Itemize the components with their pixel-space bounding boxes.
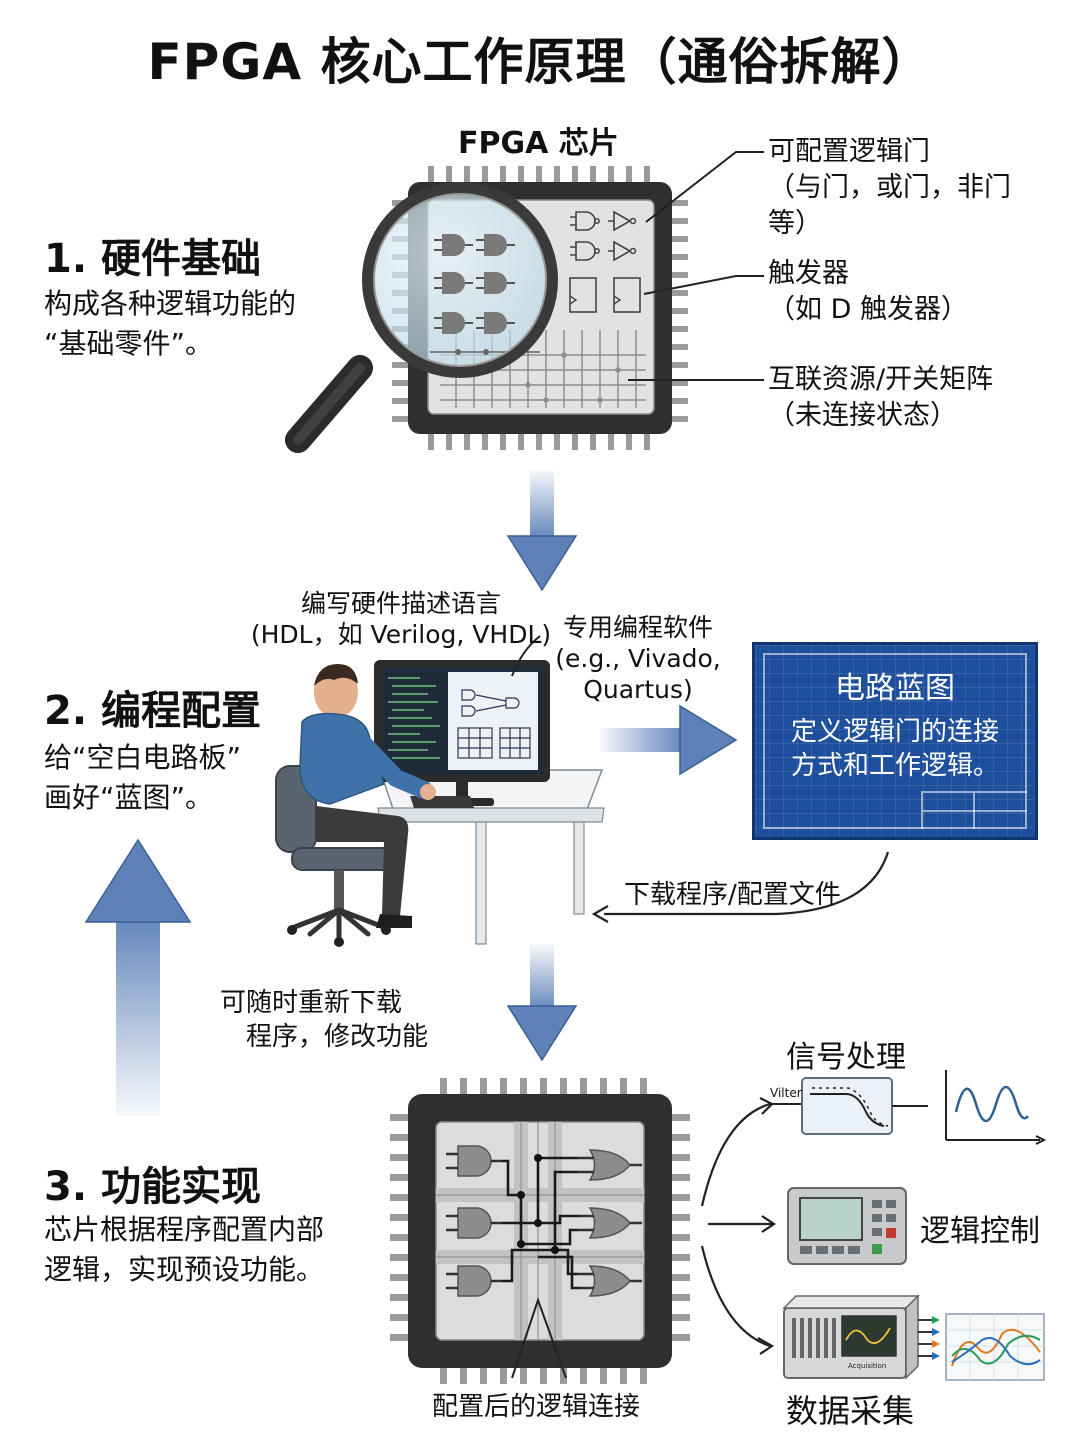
step-3-desc-line-1: 芯片根据程序配置内部 [44,1213,325,1246]
step-1-desc-line-2: “基础零件”。 [44,327,214,360]
blueprint-title: 电路蓝图 [835,671,955,706]
hdl-leader [511,635,541,677]
download-label: 下载程序/配置文件 [624,880,841,910]
arrow-up-feedback [84,838,192,1116]
chip-label: FPGA 芯片 [458,126,619,161]
step-1-heading: 1. 硬件基础 [44,236,261,282]
callout-logic-gates: 可配置逻辑门 （与门，或门，非门 等） [768,134,1011,242]
software-label-line-2: (e.g., Vivado, [555,644,721,673]
arrow-down-2 [506,944,578,1062]
blueprint-text-line-2: 方式和工作逻辑。 [790,751,999,781]
configured-logic-label: 配置后的逻辑连接 [432,1392,641,1422]
callout-logic-gates-line-3: 等） [768,208,822,239]
code-lines [388,677,440,759]
step-2-desc-line-2: 画好“蓝图”。 [44,781,214,814]
page-title: FPGA 核心工作原理（通俗拆解） [147,33,933,91]
software-label: 专用编程软件 (e.g., Vivado, Quartus) [548,612,728,705]
step-2-desc-line-1: 给“空白电路板” [44,741,242,774]
callout-logic-gates-line-1: 可配置逻辑门 [768,136,930,167]
flip-flop-icons [569,277,641,313]
hdl-label-line-2: (HDL，如 Verilog, VHDL) [250,620,552,649]
callout-logic-gates-line-2: （与门，或门，非门 [768,172,1011,203]
blueprint-border [763,653,1027,829]
hdl-label: 编写硬件描述语言 (HDL，如 Verilog, VHDL) [246,588,556,650]
callout-interconnect-line-2: （未连接状态） [768,400,957,431]
step-3-heading: 3. 功能实现 [44,1164,261,1210]
software-label-line-1: 专用编程软件 [562,613,713,642]
step-3-desc-line-2: 逻辑，实现预设功能。 [44,1253,325,1286]
signal-processing-graphic [770,1070,1047,1145]
hdl-label-line-1: 编写硬件描述语言 [300,589,501,618]
logic-controller-icon [787,1187,907,1265]
software-label-line-3: Quartus) [583,675,693,704]
reprogram-label-line-1: 可随时重新下载 [220,988,403,1018]
callout-interconnect: 互联资源/开关矩阵 （未连接状态） [768,362,993,434]
reprogram-label-line-2: 程序，修改功能 [246,1022,429,1052]
app-data-acquisition: 数据采集 [786,1392,915,1430]
arrow-right [600,704,738,776]
reprogram-label: 可随时重新下载 程序，修改功能 [220,986,428,1054]
configured-leaders [511,1296,567,1379]
callout-flipflops-line-2: （如 D 触发器） [768,294,968,325]
application-arrows [700,1097,776,1355]
download-arrow [591,851,890,923]
schematic-window [448,672,538,770]
app-signal-processing: 信号处理 [786,1040,906,1075]
magnifying-glass-icon [285,182,558,453]
data-acquisition-icon [782,1294,1045,1381]
step-3-desc: 芯片根据程序配置内部 逻辑，实现预设功能。 [44,1210,324,1290]
daq-device-label: Acquisition [848,1362,887,1370]
arrow-down-1 [506,470,578,592]
callout-interconnect-line-1: 互联资源/开关矩阵 [768,364,994,395]
signal-node-label: Vilter [770,1086,802,1100]
blueprint-title-block [921,791,1027,829]
blueprint-text: 定义逻辑门的连接 方式和工作逻辑。 [755,715,1035,783]
callout-flipflops-line-1: 触发器 [768,258,849,289]
step-1-desc-line-1: 构成各种逻辑功能的 [44,287,297,320]
circuit-blueprint: 电路蓝图 定义逻辑门的连接 方式和工作逻辑。 [752,642,1038,840]
blueprint-text-line-1: 定义逻辑门的连接 [790,717,999,747]
fpga-chip-bottom [390,1078,690,1384]
step-1-desc: 构成各种逻辑功能的 “基础零件”。 [44,284,296,364]
engineer-workstation [275,660,605,947]
step-2-desc: 给“空白电路板” 画好“蓝图”。 [44,738,241,818]
app-logic-control: 逻辑控制 [920,1214,1040,1249]
callout-leaders [628,151,764,381]
step-2-heading: 2. 编程配置 [44,688,261,734]
callout-flipflops: 触发器 （如 D 触发器） [768,256,968,328]
